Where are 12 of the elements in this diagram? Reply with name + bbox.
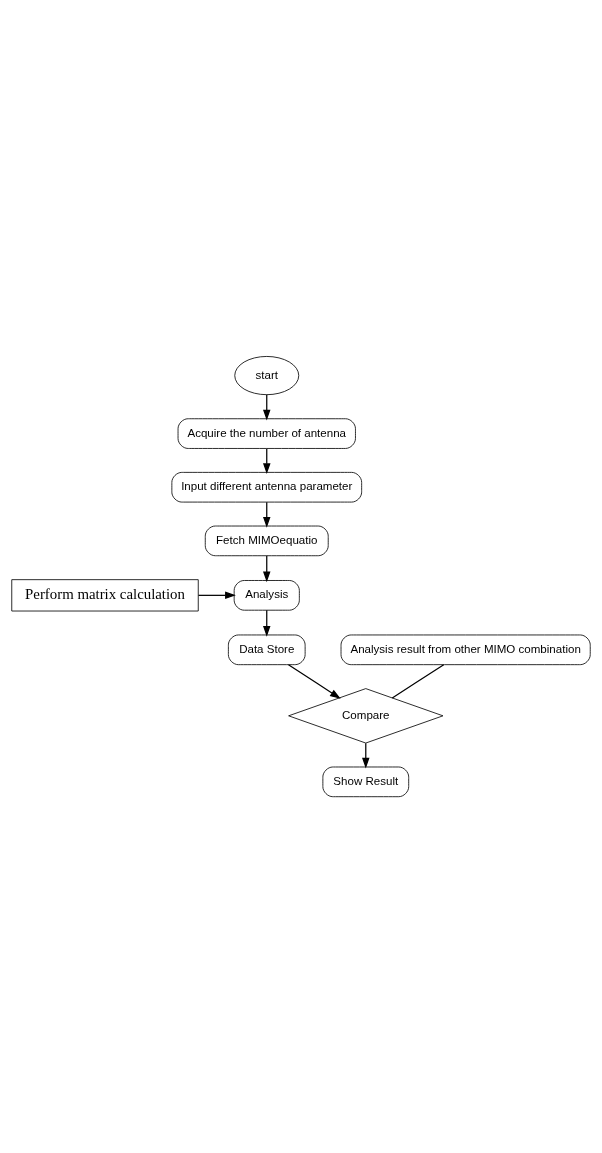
connector	[391, 664, 445, 699]
node-ellipse: start	[234, 356, 300, 396]
node-box: Analysis result from other MIMO combination	[340, 634, 591, 666]
arrow	[197, 591, 236, 600]
node-box: Analysis	[233, 580, 300, 611]
node-box: Acquire the number of antenna	[177, 418, 356, 449]
node-box: Show Result	[322, 766, 410, 798]
node-box: Perform matrix calculation	[11, 579, 199, 612]
node-box: Data Store	[227, 634, 306, 666]
arrow	[287, 664, 341, 699]
node-box: Input different antenna parameter	[171, 471, 363, 503]
node-box: Fetch MIMOequatio	[204, 525, 329, 557]
